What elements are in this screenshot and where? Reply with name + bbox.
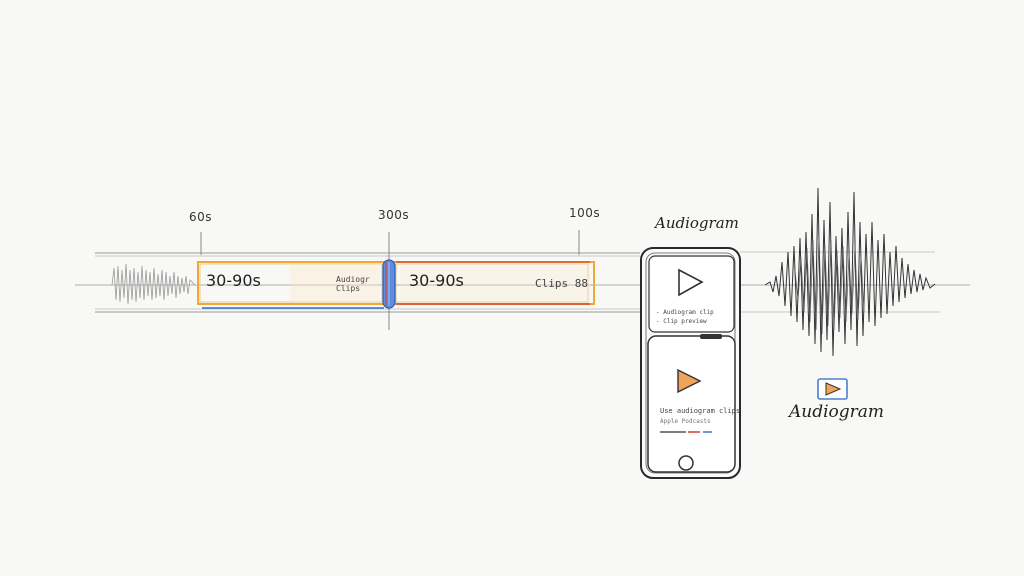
playhead: [382, 259, 396, 309]
segment-2-scribble: Clips 88: [535, 277, 588, 290]
segment-box-1: [197, 261, 385, 309]
audiogram-badge-label: Audiogram: [789, 402, 885, 422]
audiogram-badge-icon[interactable]: [817, 378, 848, 400]
timeline-track: [75, 251, 970, 313]
tick-label-300s: 300s: [378, 208, 410, 222]
segment-box-2: [393, 261, 595, 305]
card-1-text: - Audiogram clip - Clip preview: [656, 309, 714, 325]
segment-1-label: 30-90s: [206, 271, 261, 290]
card-2-text: Use audiogram clips: [660, 407, 741, 415]
audio-waveform: [764, 187, 936, 357]
segment-2-label: 30-90s: [409, 271, 464, 290]
play-icon[interactable]: [678, 268, 704, 297]
track-waveform: [111, 263, 196, 305]
tick-label-60s: 60s: [189, 210, 213, 224]
tick-label-100s: 100s: [569, 206, 601, 220]
phone-title: Audiogram: [655, 214, 739, 232]
phone-device: [640, 247, 741, 479]
card-2-line: Apple Podcasts: [660, 418, 711, 425]
segment-1-scribble: Audiogr Clips: [336, 275, 370, 293]
play-icon-orange[interactable]: [677, 368, 702, 394]
